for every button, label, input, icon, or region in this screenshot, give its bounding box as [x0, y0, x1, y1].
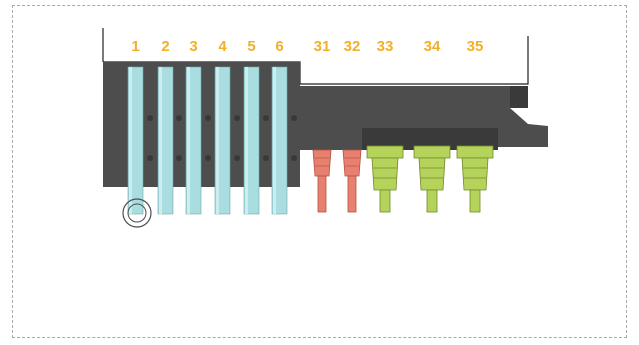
blade-pin-6	[271, 66, 288, 215]
pin-1-highlight-ring-inner	[127, 203, 147, 223]
green-pin-33	[366, 145, 404, 213]
pin-label-34: 34	[424, 38, 441, 55]
green-pin-group	[366, 145, 494, 213]
blade-pin-5	[243, 66, 260, 215]
green-pin-34	[413, 145, 451, 213]
blade-pin-1	[127, 66, 144, 215]
green-pin-socket	[362, 128, 498, 150]
pin-label-4: 4	[218, 38, 227, 55]
pin-label-1: 1	[131, 38, 139, 55]
pin-1-highlight-ring	[122, 198, 152, 228]
blade-pin-3	[185, 66, 202, 215]
green-pin-35	[456, 145, 494, 213]
pin-label-5: 5	[247, 38, 255, 55]
red-pin-31	[312, 149, 332, 213]
pin-housing-step	[510, 86, 528, 108]
blade-pin-4	[214, 66, 231, 215]
rivets	[147, 115, 297, 161]
pin-label-2: 2	[161, 38, 169, 55]
diagram-frame	[12, 5, 627, 338]
red-pin-32	[342, 149, 362, 213]
pin-label-3: 3	[189, 38, 197, 55]
red-pin-base	[298, 134, 368, 150]
pin-label-35: 35	[467, 38, 484, 55]
red-pin-group	[312, 149, 362, 213]
pin-label-32: 32	[344, 38, 361, 55]
pin-label-31: 31	[314, 38, 331, 55]
blade-pin-group	[127, 66, 288, 215]
pin-label-33: 33	[377, 38, 394, 55]
pin-label-6: 6	[275, 38, 283, 55]
blade-pin-2	[157, 66, 174, 215]
